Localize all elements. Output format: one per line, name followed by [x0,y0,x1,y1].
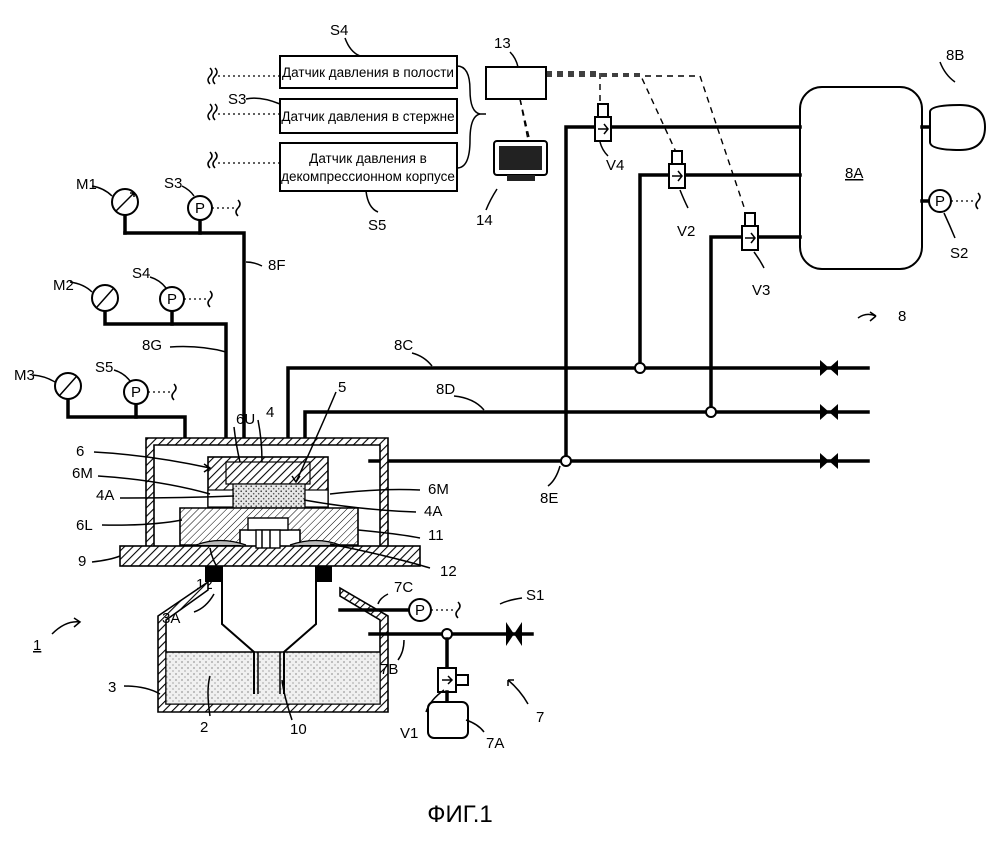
svg-text:M2: M2 [53,277,74,294]
label-7B: 7B [380,661,398,678]
label-S4-top: S4 [330,22,348,39]
control-signal-lines [520,72,745,210]
label-5: 5 [338,379,346,396]
valve-V2: V2 [669,151,695,240]
svg-text:P: P [935,193,945,210]
label-14: 14 [476,212,493,229]
label-13: 13 [494,35,511,52]
svg-text:S3: S3 [164,175,182,192]
svg-text:V2: V2 [677,223,695,240]
gauge-M2: M2 [53,277,118,311]
label-8C: 8C [394,337,413,354]
sensor-S2: P S2 [922,190,980,262]
sensor-signal-lines [208,68,280,168]
gauge-M1: M1 [76,176,138,215]
svg-text:V3: V3 [752,282,770,299]
label-7C: 7C [394,579,413,596]
label-6U: 6U [236,411,255,428]
valve-V3: V3 [742,213,770,299]
svg-text:P: P [131,384,141,401]
label-S3-box: S3 [228,91,246,108]
label-7A: 7A [486,735,504,752]
sensor-box-decompression-text-2: декомпрессионном корпусе [281,169,455,184]
label-8F: 8F [268,257,286,274]
label-6M-right: 6M [428,481,449,498]
label-3: 3 [108,679,116,696]
label-S2: S2 [950,245,968,262]
svg-text:M1: M1 [76,176,97,193]
label-4A-right: 4A [424,503,442,520]
label-6L: 6L [76,517,93,534]
label-8: 8 [898,308,906,325]
label-8D: 8D [436,381,455,398]
label-2: 2 [200,719,208,736]
label-V1: V1 [400,725,418,742]
figure-caption: ФИГ.1 [427,801,493,828]
vacuum-pump-8B: 8B [922,47,985,150]
furnace-3 [158,566,388,712]
label-3A: 3A [162,610,180,627]
sensor-box-decompression: Датчик давления в декомпрессионном корпу… [280,143,457,191]
label-12-right: 12 [440,563,457,580]
pipe-junctions [561,363,716,466]
sensor-box-rod-text: Датчик давления в стержне [281,109,454,124]
sensor-S4-gauge: P S4 [132,265,212,311]
sensor-S5-gauge: P S5 [95,359,176,404]
label-4A-left: 4A [96,487,114,504]
label-9: 9 [78,553,86,570]
label-4: 4 [266,404,274,421]
sensor-box-rod: Датчик давления в стержне [280,99,457,133]
label-8B: 8B [946,47,964,64]
label-8G: 8G [142,337,162,354]
svg-text:P: P [167,291,177,308]
valve-V4: V4 [595,104,624,174]
sensor-box-decompression-text-1: Датчик давления в [309,151,427,166]
label-6M-left: 6M [72,465,93,482]
label-S1: S1 [526,587,544,604]
label-S5-box: S5 [368,217,386,234]
controller-13 [486,67,546,99]
svg-text:P: P [195,200,205,217]
label-7: 7 [536,709,544,726]
label-11: 11 [428,527,444,544]
svg-text:S5: S5 [95,359,113,376]
label-8A: 8A [845,165,863,182]
gauge-M3: M3 [14,367,81,399]
svg-text:S4: S4 [132,265,150,282]
sensor-box-cavity-text: Датчик давления в полости [282,65,454,80]
svg-text:P: P [415,602,425,619]
sensor-S3-gauge: P S3 [164,175,240,220]
sensor-brace [457,66,480,168]
end-valves [820,360,838,469]
vacuum-pipes [68,127,868,461]
label-6: 6 [76,443,84,460]
svg-text:V4: V4 [606,157,624,174]
label-8E: 8E [540,490,558,507]
sensor-box-cavity: Датчик давления в полости [280,56,457,88]
label-1: 1 [33,637,41,654]
label-10: 10 [290,721,307,738]
svg-text:M3: M3 [14,367,35,384]
monitor-14: 14 [476,141,547,229]
